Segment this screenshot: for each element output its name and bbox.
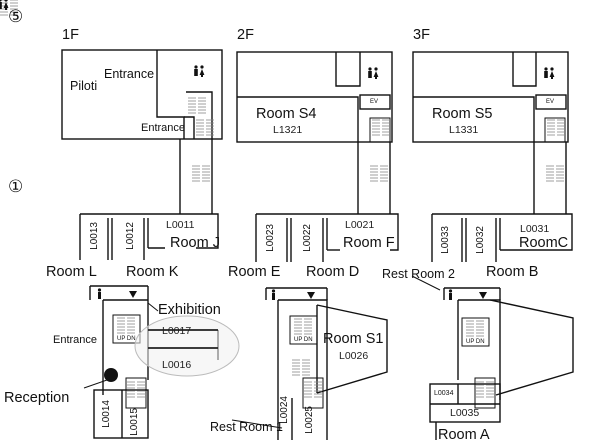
code-l0016: L0016 — [162, 359, 192, 371]
ground-middle-plan — [255, 213, 399, 440]
room-f-label[interactable]: Room F — [343, 235, 395, 251]
room-s4-label[interactable]: Room S4 — [256, 106, 317, 122]
room-l-label[interactable]: Room L — [46, 264, 97, 280]
code-l0035: L0035 — [450, 407, 480, 419]
floor-3f-title: 3F — [413, 27, 430, 43]
floor-2f-title: 2F — [237, 27, 254, 43]
code-l0026: L0026 — [339, 350, 369, 362]
stair-caption: UP DN — [294, 337, 313, 343]
exhibition-area — [134, 315, 240, 377]
code-l0025: L0025 — [304, 406, 315, 434]
building-marker-upper: ⑤ — [8, 7, 24, 26]
code-l0012: L0012 — [125, 222, 136, 250]
stair-caption: UP DN — [117, 336, 136, 342]
code-l0013: L0013 — [89, 222, 100, 250]
room-e-label[interactable]: Room E — [228, 264, 281, 280]
down-arrow-icon — [129, 291, 487, 299]
code-l0017: L0017 — [162, 325, 192, 337]
room-s1-label[interactable]: Room S1 — [323, 331, 384, 347]
code-l0031: L0031 — [520, 223, 550, 235]
room-a-label[interactable]: Room A — [438, 427, 490, 443]
rest-room-1-label[interactable]: Rest Room 1 — [210, 420, 283, 434]
room-s5-code: L1331 — [449, 124, 479, 136]
restroom-icon — [0, 0, 555, 300]
exhibition-label[interactable]: Exhibition — [158, 302, 221, 318]
ground-right-plan — [429, 213, 574, 440]
code-l0023: L0023 — [265, 224, 276, 252]
code-l0021: L0021 — [345, 219, 375, 231]
elevator-icon: EV — [370, 99, 379, 105]
code-l0015: L0015 — [129, 408, 140, 436]
room-k-label[interactable]: Room K — [126, 264, 179, 280]
reception-label[interactable]: Reception — [4, 390, 70, 406]
code-l0014: L0014 — [101, 400, 112, 428]
floor-2f-plan — [236, 51, 393, 143]
room-s5-label[interactable]: Room S5 — [432, 106, 493, 122]
code-l0032: L0032 — [475, 226, 486, 254]
code-l0033: L0033 — [440, 226, 451, 254]
code-l0011: L0011 — [166, 219, 195, 231]
code-l0022: L0022 — [302, 224, 313, 252]
floor-3f-plan — [412, 51, 569, 143]
building-marker-lower: ① — [8, 177, 24, 196]
room-c-label[interactable]: RoomC — [519, 235, 569, 251]
code-l0034: L0034 — [434, 390, 454, 397]
elevator-icon: EV — [546, 99, 555, 105]
rest-room-2-label[interactable]: Rest Room 2 — [382, 267, 455, 281]
entrance-top-label: Entrance — [104, 67, 155, 81]
room-d-label[interactable]: Room D — [306, 264, 360, 280]
entrance-mid-label: Entrance — [141, 122, 186, 134]
piloti-label: Piloti — [70, 79, 98, 93]
reception-dot-icon — [104, 368, 118, 382]
floor-1f-title: 1F — [62, 27, 79, 43]
room-b-label[interactable]: Room B — [486, 264, 539, 280]
stair-caption: UP DN — [466, 339, 485, 345]
room-s4-code: L1321 — [273, 124, 303, 136]
room-j-label[interactable]: Room J — [170, 235, 220, 251]
ground-entrance-label: Entrance — [53, 334, 98, 346]
